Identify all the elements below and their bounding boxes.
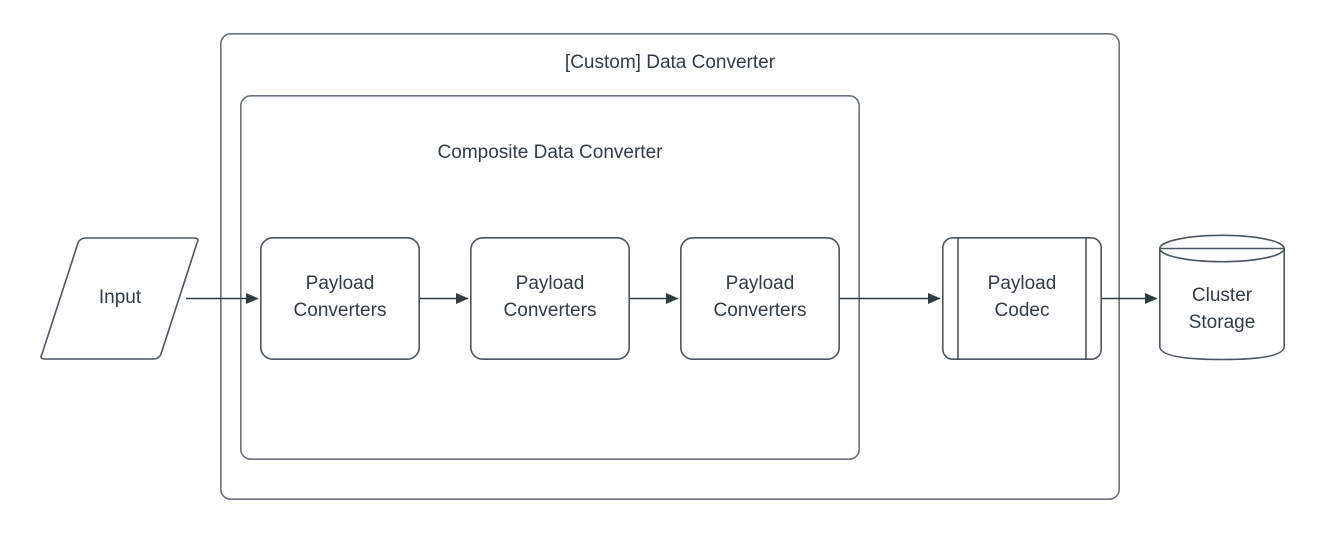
node-payload-converters-2[interactable]: Payload Converters [469,237,630,361]
cluster-storage-top-ellipse [1159,234,1286,263]
composite-data-converter-box[interactable] [240,95,861,460]
node-input[interactable]: Input [40,237,199,360]
node-payload-converters-3[interactable]: Payload Converters [679,237,840,361]
node-payload-converters-1[interactable]: Payload Converters [259,237,420,361]
payload-converters-3-label-line1: Payload [726,273,795,294]
payload-converters-2-label-line2: Converters [504,300,597,321]
payload-codec-label-line2: Codec [995,300,1050,321]
cluster-storage-label-line1: Cluster [1192,285,1253,306]
payload-converters-3-label-line2: Converters [714,300,807,321]
payload-converters-1-label-line1: Payload [306,273,375,294]
composite-data-converter-title: Composite Data Converter [438,142,664,163]
payload-converters-2-shape[interactable] [469,237,630,361]
input-label: Input [99,287,142,308]
custom-data-converter-title: [Custom] Data Converter [565,52,776,73]
node-payload-codec[interactable]: Payload Codec [941,237,1102,361]
container-composite-data-converter[interactable]: Composite Data Converter [240,95,861,460]
payload-converters-1-shape[interactable] [259,237,420,361]
payload-converters-2-label-line1: Payload [516,273,585,294]
cluster-storage-label-line2: Storage [1189,312,1256,333]
payload-converters-3-shape[interactable] [679,237,840,361]
node-cluster-storage[interactable]: Cluster Storage [1159,234,1286,361]
payload-codec-label-line1: Payload [988,273,1057,294]
payload-codec-shape[interactable] [941,237,1102,361]
payload-converters-1-label-line2: Converters [294,300,387,321]
cluster-storage-body[interactable] [1159,247,1285,361]
input-shape[interactable] [40,237,199,360]
